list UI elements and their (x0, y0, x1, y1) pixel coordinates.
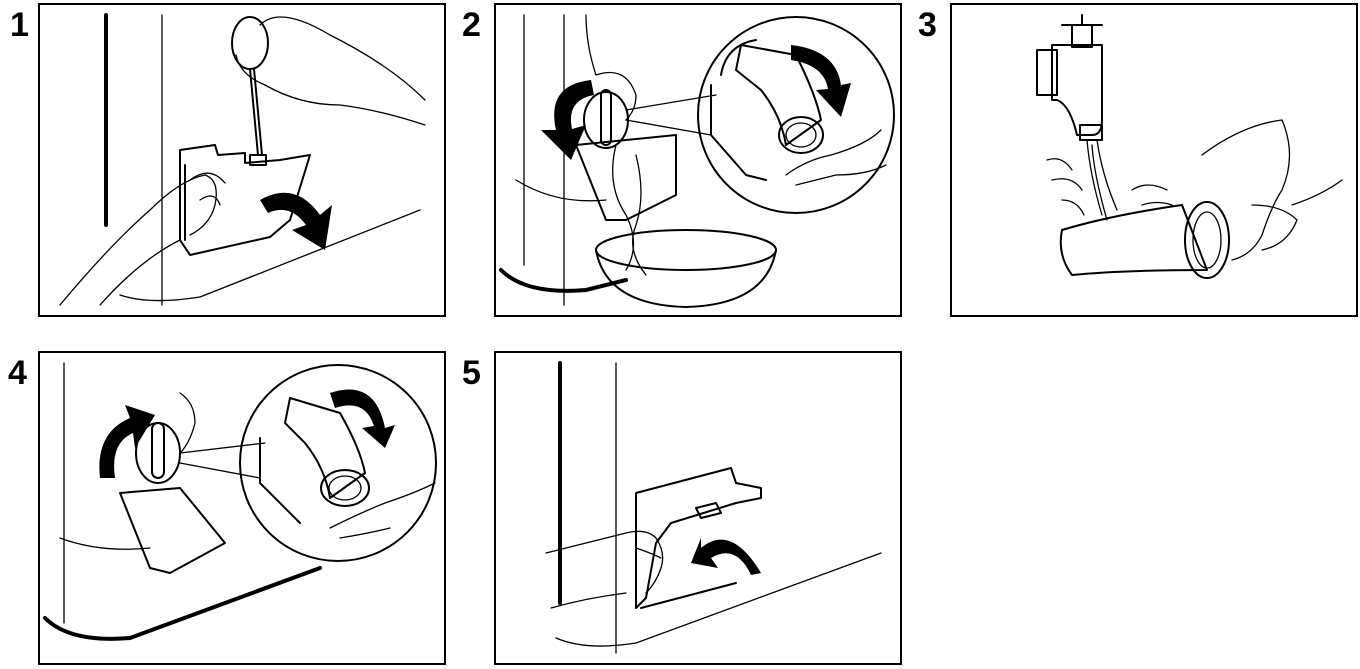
curved-arrow-icon (260, 192, 332, 250)
curved-arrow-icon (791, 45, 851, 117)
bowl-icon (595, 229, 777, 308)
step-number-2: 2 (462, 6, 481, 44)
curved-arrow-icon (691, 538, 761, 575)
step-number-4: 4 (8, 354, 27, 392)
step-number-3: 3 (918, 6, 937, 44)
filter-icon (284, 397, 370, 507)
step-1-illustration (59, 13, 426, 306)
filter-icon (735, 44, 824, 154)
step-3-panel (950, 3, 1358, 317)
step-number-1: 1 (10, 6, 29, 44)
step-1-panel (38, 3, 446, 317)
curved-arrow-icon (541, 80, 594, 160)
step-4-panel (38, 351, 446, 665)
hand-icon (259, 16, 426, 101)
filter-flap (179, 144, 311, 256)
water-icon (1046, 139, 1173, 221)
filter-flap (635, 467, 762, 609)
hand-icon (1201, 119, 1291, 261)
step-5-panel (494, 351, 902, 665)
screwdriver-icon (231, 16, 269, 166)
curved-arrow-icon (99, 405, 155, 478)
step-5-illustration (545, 361, 882, 654)
tap-icon (1036, 14, 1103, 141)
step-number-5: 5 (462, 354, 481, 392)
curved-arrow-icon (330, 389, 395, 448)
step-2-illustration (499, 14, 895, 308)
step-3-illustration (1036, 14, 1343, 279)
hand-icon (545, 530, 664, 594)
step-4-illustration (43, 362, 437, 641)
water-icon (612, 144, 635, 271)
step-2-panel (494, 3, 902, 317)
filter-icon (1059, 201, 1230, 279)
hand-icon (179, 392, 196, 454)
